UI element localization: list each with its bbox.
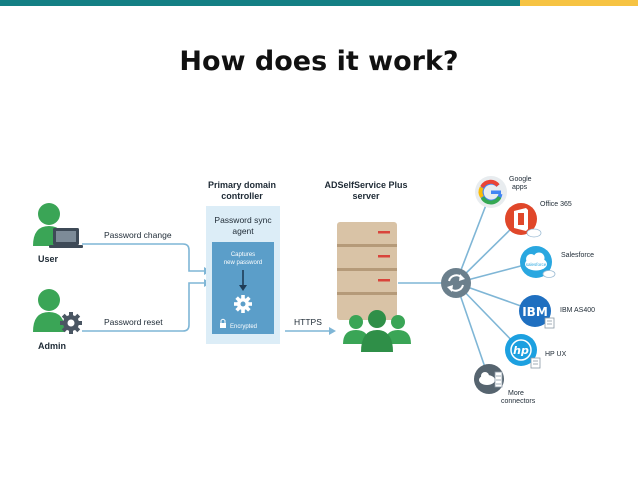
slide-title: How does it work? — [179, 46, 459, 77]
server-rack-icon — [337, 222, 397, 320]
google-label-line1: Google — [509, 176, 532, 183]
server-stack-icon — [474, 364, 504, 394]
lock-icon — [220, 318, 226, 328]
down-arrow-icon — [239, 270, 247, 291]
server-title-line2: server — [352, 191, 380, 201]
password-reset-label: Password reset — [104, 317, 163, 327]
password-change-line — [82, 243, 204, 272]
salesforce-label: Salesforce — [561, 252, 594, 259]
agent-title-line1: Password sync — [214, 215, 272, 225]
encrypted-label: Encrypted — [230, 324, 257, 330]
google-label-line2: apps — [512, 184, 528, 191]
captures-line2: new password — [224, 260, 262, 266]
users-group-icon — [343, 310, 411, 352]
admin-label: Admin — [38, 341, 66, 351]
user-label: User — [38, 254, 59, 264]
arrowhead-https — [329, 327, 336, 335]
ibm-label: IBM AS400 — [560, 307, 595, 314]
accent-bar-gold — [520, 0, 638, 6]
ibm-logo-text: IBM — [522, 305, 548, 319]
sync-hub-icon — [441, 268, 471, 298]
office-365-icon — [505, 203, 542, 238]
top-accent-bar — [0, 0, 638, 6]
server-title-line1: ADSelfService Plus — [324, 180, 407, 190]
salesforce-logo-text: salesforce — [526, 262, 547, 267]
agent-title-line2: agent — [232, 226, 254, 236]
spoke-google — [455, 191, 492, 284]
password-change-label: Password change — [104, 230, 172, 240]
google-g-icon — [475, 176, 507, 208]
dc-title-line2: controller — [221, 191, 263, 201]
accent-bar-teal — [0, 0, 520, 6]
ibm-logo-icon: IBM — [519, 295, 555, 329]
hp-label: HP UX — [545, 351, 567, 358]
dc-title-line1: Primary domain — [208, 180, 276, 190]
office365-label: Office 365 — [540, 201, 572, 208]
password-reset-line — [82, 282, 204, 332]
admin-gear-icon — [33, 289, 82, 334]
sync-gear-icon — [234, 295, 252, 313]
user-laptop-icon — [33, 203, 83, 248]
more-label-line2: connectors — [501, 398, 536, 405]
hp-logo-icon: hp — [505, 334, 541, 369]
spoke-more — [455, 282, 490, 380]
hp-logo-text: hp — [513, 344, 529, 357]
https-label: HTTPS — [294, 317, 322, 327]
salesforce-cloud-icon: salesforce — [520, 246, 556, 278]
captures-line1: Captures — [231, 252, 255, 258]
more-label-line1: More — [508, 390, 524, 397]
